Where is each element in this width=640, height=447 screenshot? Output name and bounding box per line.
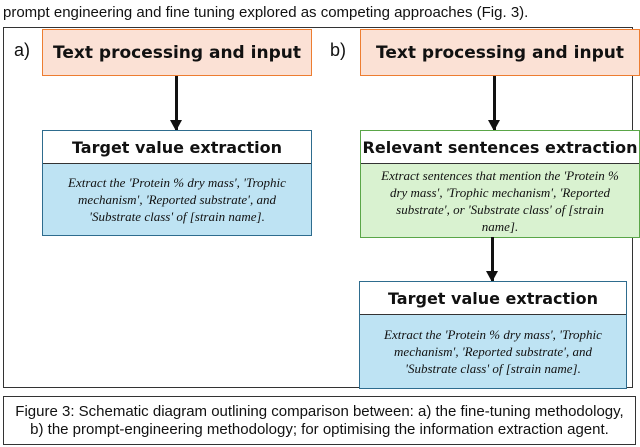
caption-line-1: Figure 3: Schematic diagram outlining co…: [15, 402, 624, 420]
panel-a-target-box: Target value extraction Extract the 'Pro…: [42, 130, 312, 236]
panel-b-relevant-title: Relevant sentences extraction: [361, 131, 639, 164]
panel-b-relevant-body: Extract sentences that mention the 'Prot…: [361, 164, 639, 237]
panel-b-relevant-box: Relevant sentences extraction Extract se…: [360, 130, 640, 238]
arrow-down-icon: [170, 76, 182, 131]
panel-b-label: b): [330, 40, 347, 60]
panel-a-target-title: Target value extraction: [43, 131, 311, 164]
arrow-down-icon: [488, 76, 500, 131]
intro-text: prompt engineering and fine tuning explo…: [3, 4, 529, 21]
panel-b-target-box: Target value extraction Extract the 'Pro…: [359, 281, 627, 389]
panel-b-target-title: Target value extraction: [360, 282, 626, 315]
panel-a-target-body: Extract the 'Protein % dry mass', 'Troph…: [43, 164, 311, 235]
arrow-down-icon: [486, 237, 498, 282]
panel-a-label: a): [14, 40, 31, 60]
figure-caption: Figure 3: Schematic diagram outlining co…: [3, 396, 636, 445]
caption-line-2: b) the prompt-engineering methodology; f…: [30, 420, 609, 438]
panel-a-input-box: Text processing and input: [42, 29, 312, 76]
panel-b-input-box: Text processing and input: [360, 29, 640, 76]
panel-b-target-body: Extract the 'Protein % dry mass', 'Troph…: [360, 315, 626, 388]
